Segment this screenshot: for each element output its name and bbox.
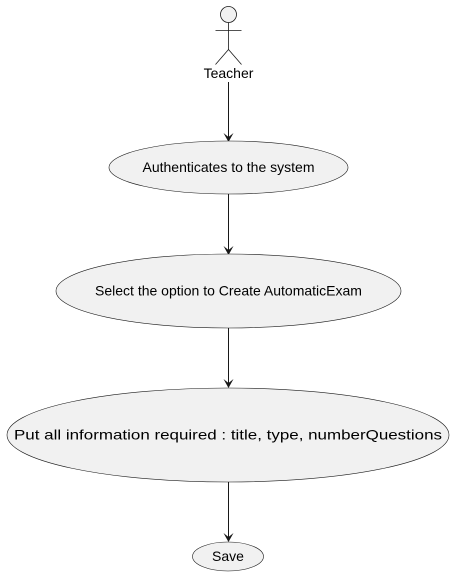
use-case-label: Put all information required : title, ty… xyxy=(14,427,442,443)
use-case-authenticate: Authenticates to the system xyxy=(108,140,349,195)
use-case-put-information: Put all information required : title, ty… xyxy=(6,387,450,483)
use-case-label: Save xyxy=(212,548,244,564)
use-case-ellipse xyxy=(55,253,402,329)
use-case-ellipse xyxy=(108,140,349,195)
actor-teacher: Teacher xyxy=(204,6,254,81)
stick-figure-icon xyxy=(215,6,242,65)
use-case-select-option: Select the option to Create AutomaticExa… xyxy=(55,253,402,329)
use-case-label: Authenticates to the system xyxy=(143,159,315,175)
use-case-ellipse xyxy=(192,541,264,572)
actor-label: Teacher xyxy=(204,65,254,81)
use-case-save: Save xyxy=(192,541,264,572)
use-case-ellipse xyxy=(6,387,450,483)
use-case-label: Select the option to Create AutomaticExa… xyxy=(95,283,362,299)
